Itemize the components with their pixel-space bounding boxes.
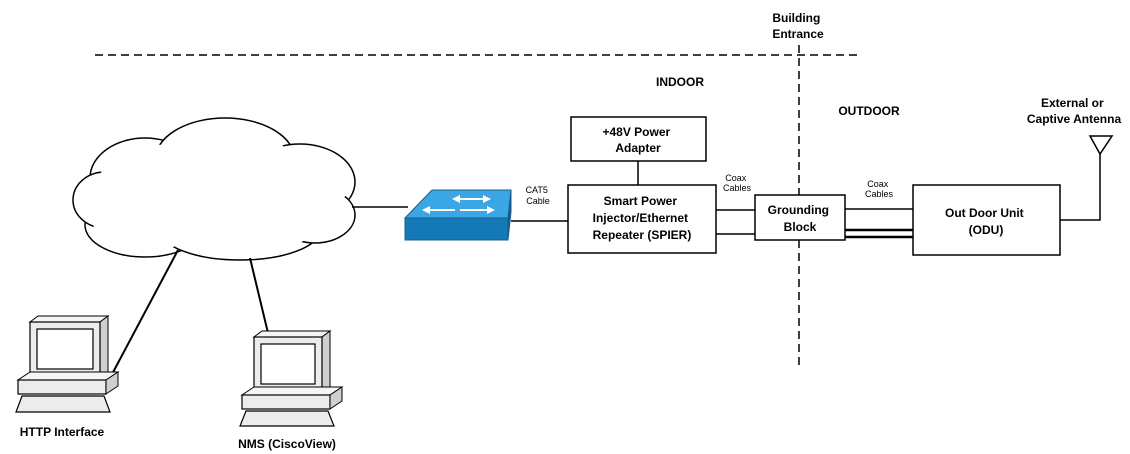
http-interface-computer-icon xyxy=(15,315,120,413)
grounding-block-box xyxy=(754,194,846,241)
nms-label: NMS (CiscoView) xyxy=(238,437,336,451)
odu-label: Out Door Unit (ODU) xyxy=(945,206,1027,237)
coax-cables-right-label: Coax Cables xyxy=(865,179,894,199)
antenna-feed-line xyxy=(1060,152,1101,221)
grounding-block-label: Grounding Block xyxy=(768,203,833,234)
spier-box xyxy=(567,184,717,254)
odu-box xyxy=(912,184,1061,256)
cloud-to-nms-link xyxy=(249,257,269,334)
cloud-to-http-link xyxy=(109,249,179,379)
coax-cables-left-label: Coax Cables xyxy=(723,173,752,193)
power-adapter-box xyxy=(570,116,707,162)
building-entrance-label: Building Entrance xyxy=(772,11,824,41)
spier-label: Smart Power Injector/Ethernet Repeater (… xyxy=(593,194,692,242)
indoor-label: INDOOR xyxy=(656,75,704,89)
power-adapter-label: +48V Power Adapter xyxy=(602,125,673,155)
cat5-cable-label: CAT5 Cable xyxy=(526,185,551,206)
outdoor-label: OUTDOOR xyxy=(838,104,900,118)
antenna-icon xyxy=(1088,135,1114,156)
antenna-label: External or Captive Antenna xyxy=(1027,96,1122,126)
http-interface-label: HTTP Interface xyxy=(20,425,105,439)
ethernet-switch-icon xyxy=(403,189,512,241)
nms-computer-icon xyxy=(239,330,344,427)
